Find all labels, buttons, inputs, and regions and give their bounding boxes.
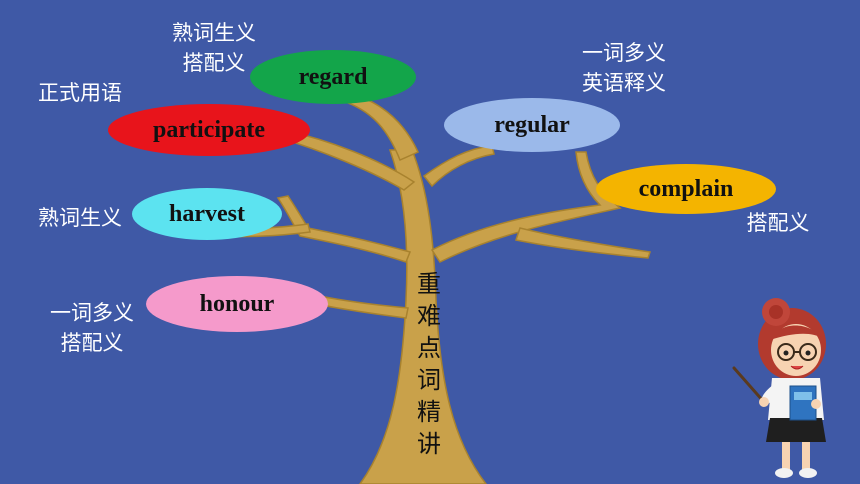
word-participate-label: participate [153,116,265,143]
note-harvest-line1: 熟词生义 [38,206,122,230]
note-regular-line1: 一词多义 [582,41,666,65]
word-harvest-label: harvest [169,200,245,227]
word-regular-label: regular [494,111,570,138]
note-regard: 熟词生义 搭配义 [160,18,268,78]
note-regard-line1: 熟词生义 [172,21,256,45]
trunk-char: 精 [417,398,441,426]
note-honour: 一词多义 搭配义 [38,298,146,358]
teacher-illustration [732,298,826,478]
trunk-char: 难 [417,302,441,330]
note-harvest: 熟词生义 [26,203,134,233]
note-honour-line1: 一词多义 [50,301,134,325]
note-regard-line2: 搭配义 [182,51,246,75]
trunk-char: 词 [417,366,441,394]
word-regard-label: regard [298,63,368,90]
note-honour-line2: 搭配义 [60,331,124,355]
note-participate: 正式用语 [28,78,132,108]
trunk-label: 重 难 点 词 精 讲 [414,268,444,460]
word-complain: complain [596,164,776,214]
word-regular: regular [444,98,620,152]
word-regard: regard [250,50,416,104]
note-regular: 一词多义 英语释义 [570,38,678,98]
trunk-char: 讲 [417,430,441,458]
note-complain: 搭配义 [736,208,820,238]
note-participate-line1: 正式用语 [38,81,122,105]
word-participate: participate [108,104,310,156]
note-regular-line2: 英语释义 [582,71,666,95]
trunk-char: 重 [417,270,441,298]
word-honour: honour [146,276,328,332]
word-harvest: harvest [132,188,282,240]
trunk-char: 点 [417,334,441,362]
word-honour-label: honour [199,290,275,317]
word-complain-label: complain [638,175,734,202]
note-complain-line1: 搭配义 [746,211,810,235]
